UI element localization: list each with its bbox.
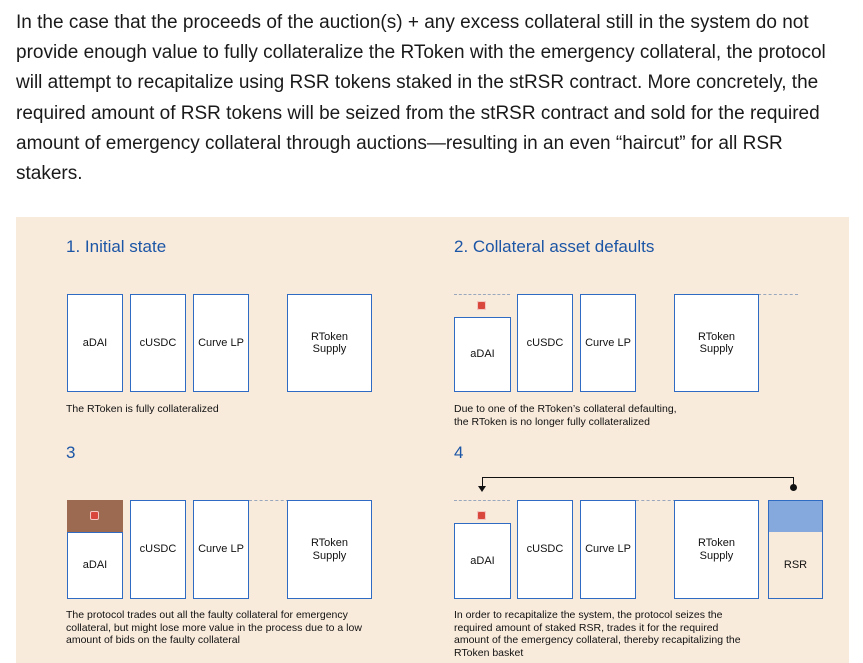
panel-3-caption: The protocol trades out all the faulty c…	[66, 609, 362, 647]
panel-4-default-alert-icon	[477, 511, 486, 520]
panel-4-arrow-head-icon	[478, 486, 486, 492]
recapitalization-diagram: 1. Initial state aDAI cUSDC Curve LP RTo…	[16, 217, 849, 663]
panel-4-transfer-arrow-down	[482, 477, 484, 489]
panel-1-caption: The RToken is fully collateralized	[66, 403, 219, 415]
panel-2-supply-level-line	[758, 294, 798, 295]
panel-2-adai-missing-outline	[454, 294, 510, 295]
panel-2-curvelp-box: Curve LP	[580, 294, 636, 392]
panel-3-default-alert-icon	[90, 511, 99, 520]
panel-3-curvelp-box: Curve LP	[193, 500, 249, 599]
panel-3-title: 3	[66, 443, 76, 462]
panel-4-supply-level-line	[636, 500, 676, 501]
panel-3-cusdc-box: cUSDC	[130, 500, 186, 599]
panel-2-default-alert-icon	[477, 301, 486, 310]
panel-1-curvelp-box: Curve LP	[193, 294, 249, 392]
panel-4-caption: In order to recapitalize the system, the…	[454, 609, 741, 659]
panel-4-cusdc-box: cUSDC	[517, 500, 573, 599]
panel-4-adai-missing-outline	[454, 500, 510, 501]
panel-2-cusdc-box: cUSDC	[517, 294, 573, 392]
panel-4-curvelp-box: Curve LP	[580, 500, 636, 599]
panel-4-adai-box: aDAI	[454, 523, 511, 599]
panel-3-supply-level-line	[249, 500, 289, 501]
panel-2-rtoken-supply-box: RToken Supply	[674, 294, 759, 392]
panel-1-cusdc-box: cUSDC	[130, 294, 186, 392]
panel-1-rtoken-supply-box: RToken Supply	[287, 294, 372, 392]
panel-2-adai-box: aDAI	[454, 317, 511, 392]
panel-4-transfer-arrow-line	[482, 477, 794, 479]
panel-1-adai-box: aDAI	[67, 294, 123, 392]
panel-4-rtoken-supply-box: RToken Supply	[674, 500, 759, 599]
panel-2-caption: Due to one of the RToken’s collateral de…	[454, 403, 677, 428]
panel-4-rsr-seized-fill	[769, 500, 822, 532]
panel-3-adai-box: aDAI	[67, 532, 123, 599]
panel-2-title: 2. Collateral asset defaults	[454, 237, 655, 256]
intro-paragraph: In the case that the proceeds of the auc…	[16, 12, 826, 185]
panel-4-title: 4	[454, 443, 464, 462]
panel-3-rtoken-supply-box: RToken Supply	[287, 500, 372, 599]
panel-4-arrow-origin-dot-icon	[790, 484, 797, 491]
panel-1-title: 1. Initial state	[66, 237, 167, 256]
panel-4-transfer-arrow-up	[793, 477, 795, 487]
panel-4-rsr-box: RSR	[768, 500, 823, 599]
